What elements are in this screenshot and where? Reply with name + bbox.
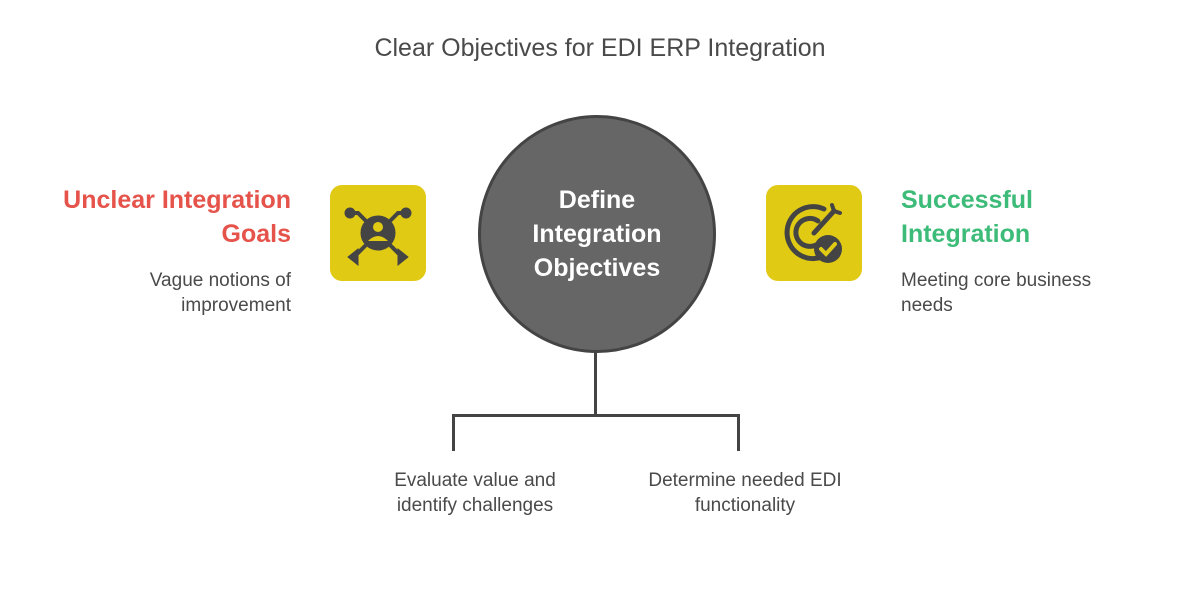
- right-heading: Successful Integration: [901, 186, 1034, 248]
- branch-label: Evaluate value and identify challenges: [394, 470, 556, 516]
- connector-bar: [452, 414, 740, 417]
- branch-label: Determine needed EDI functionality: [648, 470, 842, 516]
- connector-right: [737, 414, 740, 451]
- connector-stem: [594, 349, 597, 416]
- center-node: Define Integration Objectives: [478, 115, 716, 353]
- scattered-person-icon: [330, 185, 426, 281]
- right-description: Meeting core business needs: [901, 270, 1092, 316]
- target-check-icon: [766, 185, 862, 281]
- connector-left: [452, 414, 455, 451]
- left-description: Vague notions of improvement: [149, 270, 291, 316]
- center-label: Define Integration Objectives: [532, 186, 662, 282]
- diagram-title: Clear Objectives for EDI ERP Integration: [374, 34, 826, 62]
- left-heading: Unclear Integration Goals: [63, 186, 291, 248]
